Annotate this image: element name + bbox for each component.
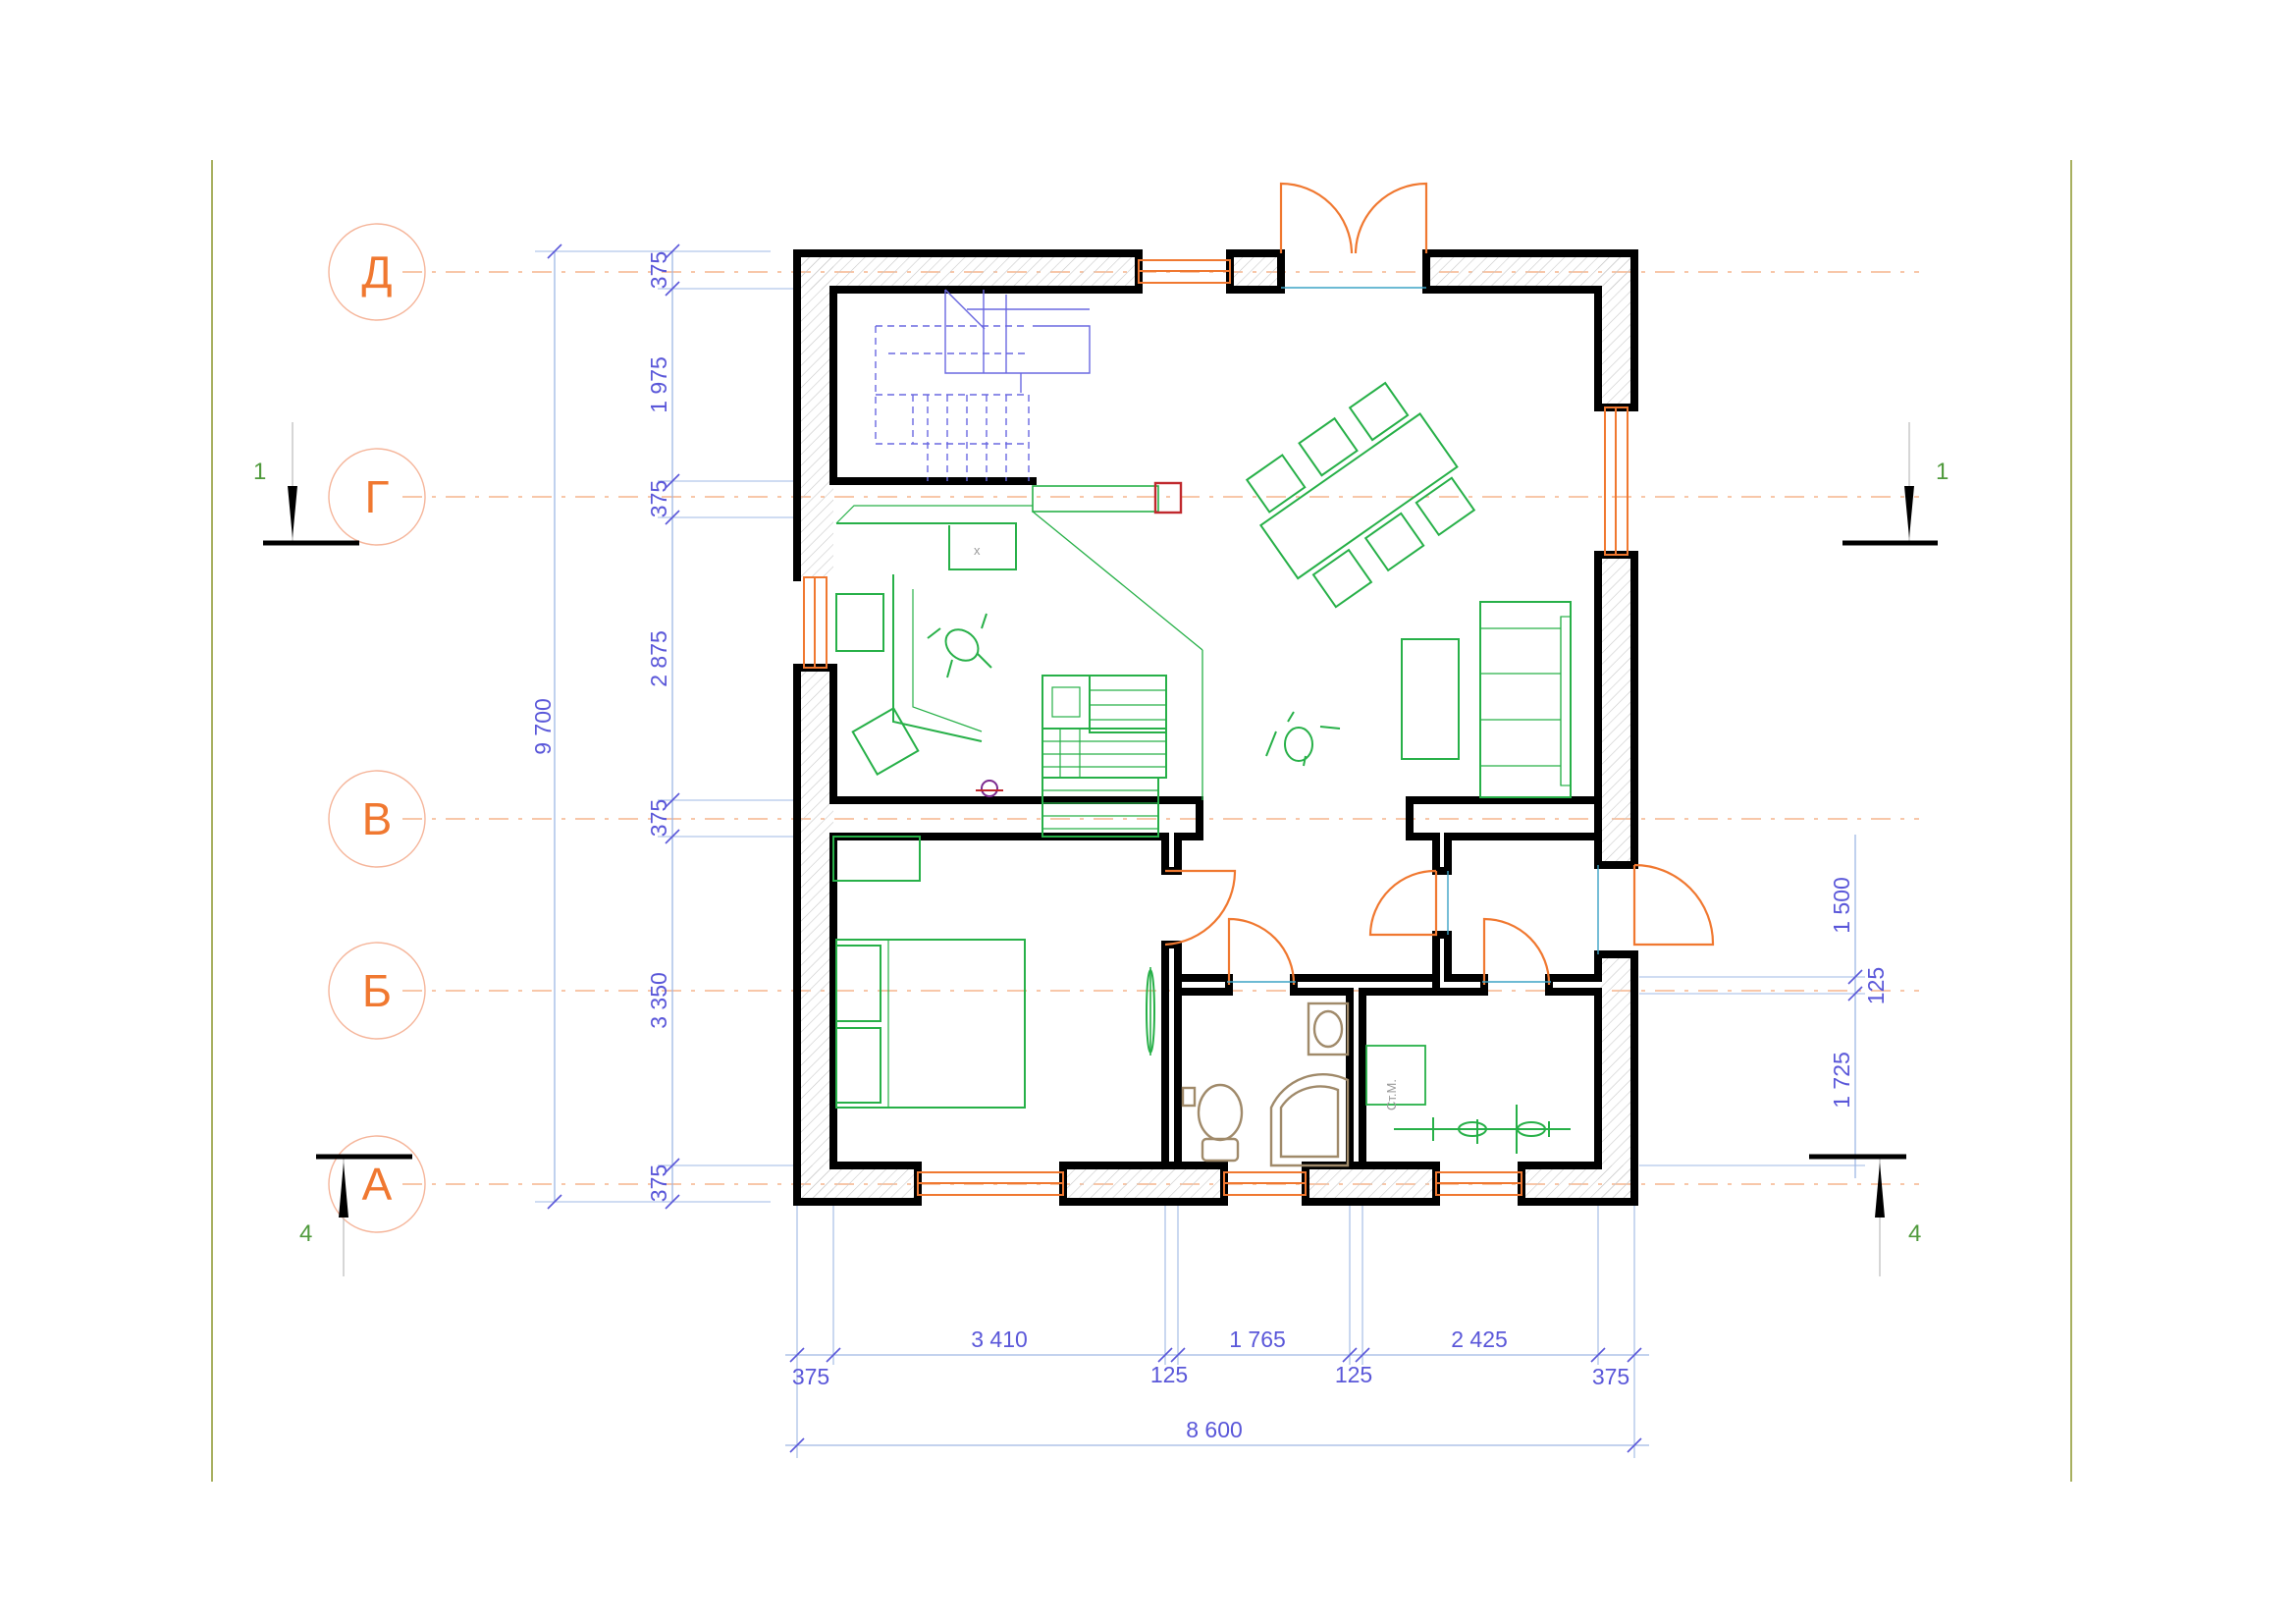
sofa bbox=[1401, 601, 1572, 798]
dim-segment: 1 500 bbox=[1829, 877, 1854, 934]
dim-total-height: 9 700 bbox=[530, 698, 556, 755]
dim-segment: 375 bbox=[646, 251, 671, 289]
dim-segment: 2 875 bbox=[646, 630, 671, 687]
toilet-icon bbox=[1197, 1083, 1244, 1163]
section-number: 1 bbox=[1936, 459, 1949, 485]
kitchen-furniture: x bbox=[835, 505, 1167, 838]
section-1-right: 1 bbox=[1842, 422, 1949, 546]
storage-furniture: Ст.М. bbox=[1365, 1045, 1571, 1154]
axis-letter: В bbox=[362, 793, 393, 844]
doors bbox=[1164, 182, 1715, 986]
axis-markers: Д Г В Б А bbox=[328, 223, 426, 1233]
bedroom-furniture bbox=[832, 836, 1155, 1109]
dim-segment: 375 bbox=[646, 799, 671, 837]
sink-icon bbox=[1307, 1001, 1350, 1056]
closet-label: Ст.М. bbox=[1384, 1079, 1399, 1110]
radiator-icon bbox=[976, 780, 1003, 797]
dim-segment: 125 bbox=[1150, 1362, 1188, 1387]
dim-total-width: 8 600 bbox=[1186, 1417, 1243, 1442]
section-number: 4 bbox=[299, 1220, 312, 1247]
axis-marker-d: Д bbox=[328, 223, 426, 321]
axis-marker-g: Г bbox=[328, 448, 426, 546]
chimney-duct bbox=[1032, 481, 1203, 800]
bathroom-fixtures bbox=[1181, 1001, 1350, 1167]
dim-segment: 375 bbox=[646, 1164, 671, 1202]
fireplace-icon bbox=[1041, 675, 1167, 838]
dining-table bbox=[1245, 381, 1476, 609]
right-dimension-chain: 1 500 125 1 725 bbox=[1639, 835, 1889, 1178]
shower-icon bbox=[1269, 1073, 1350, 1167]
boiler-marker: x bbox=[974, 543, 981, 558]
axis-letter: Г bbox=[365, 471, 390, 522]
sheet-frame bbox=[211, 160, 2072, 1482]
section-number: 1 bbox=[253, 459, 266, 485]
person-icon bbox=[1265, 711, 1341, 767]
person-icon bbox=[927, 613, 992, 678]
axis-letter: А bbox=[362, 1159, 393, 1210]
axis-marker-a: А bbox=[328, 1135, 426, 1233]
dim-segment: 1 975 bbox=[646, 356, 671, 413]
bottom-dimension-chain: 3 410 1 765 2 425 375 125 125 375 8 600 bbox=[785, 1202, 1649, 1458]
dim-segment: 3 350 bbox=[646, 972, 671, 1029]
dim-segment: 375 bbox=[792, 1364, 829, 1389]
dim-segment: 1 765 bbox=[1229, 1326, 1286, 1352]
left-dimension-chain: 9 700 375 1 975 375 2 875 375 3 350 375 bbox=[530, 244, 800, 1210]
dim-segment: 375 bbox=[646, 480, 671, 517]
dim-segment: 2 425 bbox=[1451, 1326, 1508, 1352]
section-1-left: 1 bbox=[253, 422, 359, 546]
axis-marker-b: Б bbox=[328, 942, 426, 1040]
dim-segment: 1 725 bbox=[1829, 1052, 1854, 1109]
axis-letter: Б bbox=[362, 965, 392, 1016]
section-markers: 1 1 4 4 bbox=[253, 422, 1949, 1276]
section-number: 4 bbox=[1908, 1220, 1921, 1247]
axis-marker-v: В bbox=[328, 770, 426, 868]
wall-fills bbox=[797, 253, 1634, 1204]
section-4-right: 4 bbox=[1809, 1154, 1921, 1276]
axis-grid bbox=[402, 271, 1919, 1185]
staircase-upper bbox=[875, 289, 1091, 481]
dim-segment: 125 bbox=[1335, 1362, 1372, 1387]
axis-letter: Д bbox=[361, 246, 392, 298]
section-4-left: 4 bbox=[299, 1154, 412, 1276]
dim-segment: 375 bbox=[1592, 1364, 1629, 1389]
windows bbox=[803, 259, 1629, 1196]
dim-segment: 3 410 bbox=[971, 1326, 1028, 1352]
dim-segment: 125 bbox=[1863, 967, 1889, 1004]
bicycle-icon bbox=[1394, 1105, 1571, 1154]
